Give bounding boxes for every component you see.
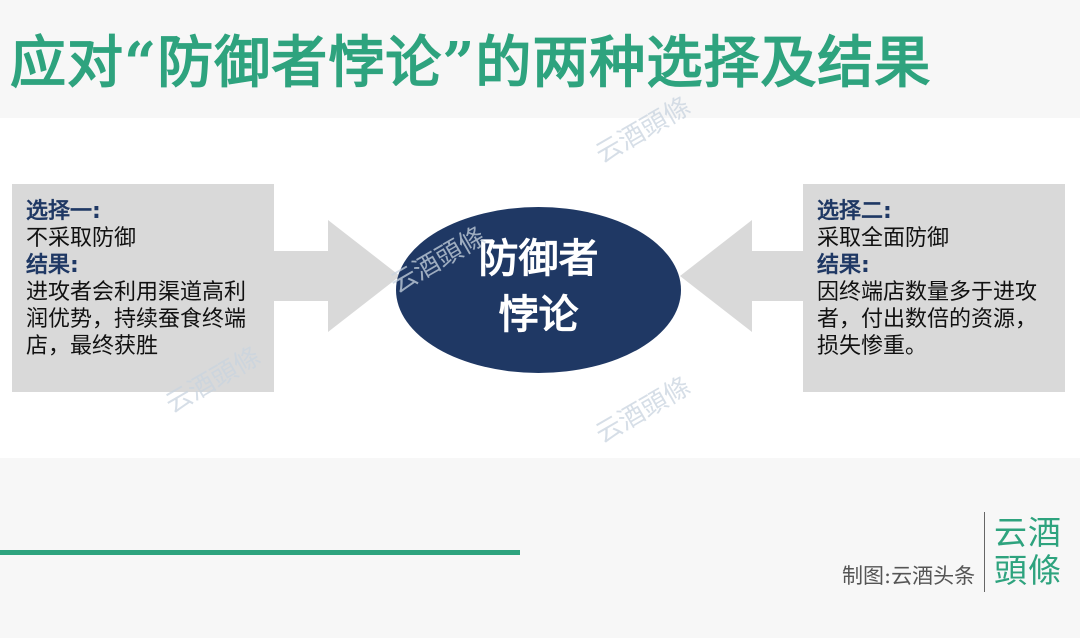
brand-logo: 云酒 頭條	[994, 514, 1074, 590]
left-arrow-icon	[270, 220, 400, 332]
choice-two-text: 采取全面防御	[817, 226, 950, 251]
paradox-label-line1: 防御者	[478, 236, 599, 282]
result-one-label: 结果:	[26, 253, 79, 278]
result-two-text: 因终端店数量多于进攻者，付出数倍的资源，损失惨重。	[817, 280, 1038, 359]
result-two-label: 结果:	[817, 253, 870, 278]
page-title: 应对“防御者悖论”的两种选择及结果	[10, 30, 932, 96]
choice-one-text: 不采取防御	[26, 226, 137, 251]
choice-two-box: 选择二: 采取全面防御 结果: 因终端店数量多于进攻者，付出数倍的资源，损失惨重…	[803, 184, 1065, 392]
logo-divider	[984, 512, 985, 592]
choice-one-label: 选择一:	[26, 199, 101, 224]
accent-line	[0, 550, 520, 555]
diagram-stage: 选择一: 不采取防御 结果: 进攻者会利用渠道高利润优势，持续蚕食终端店，最终获…	[0, 118, 1080, 458]
paradox-label: 防御者 悖论	[396, 231, 681, 343]
right-arrow-icon	[680, 220, 810, 332]
brand-logo-line1: 云酒	[994, 513, 1062, 552]
choice-two-label: 选择二:	[817, 199, 892, 224]
result-one-text: 进攻者会利用渠道高利润优势，持续蚕食终端店，最终获胜	[26, 280, 247, 359]
brand-logo-line2: 頭條	[994, 551, 1062, 590]
image-credit: 制图:云酒头条	[842, 564, 976, 588]
paradox-ellipse	[396, 207, 681, 373]
paradox-label-line2: 悖论	[498, 292, 579, 338]
choice-one-box: 选择一: 不采取防御 结果: 进攻者会利用渠道高利润优势，持续蚕食终端店，最终获…	[12, 184, 274, 392]
